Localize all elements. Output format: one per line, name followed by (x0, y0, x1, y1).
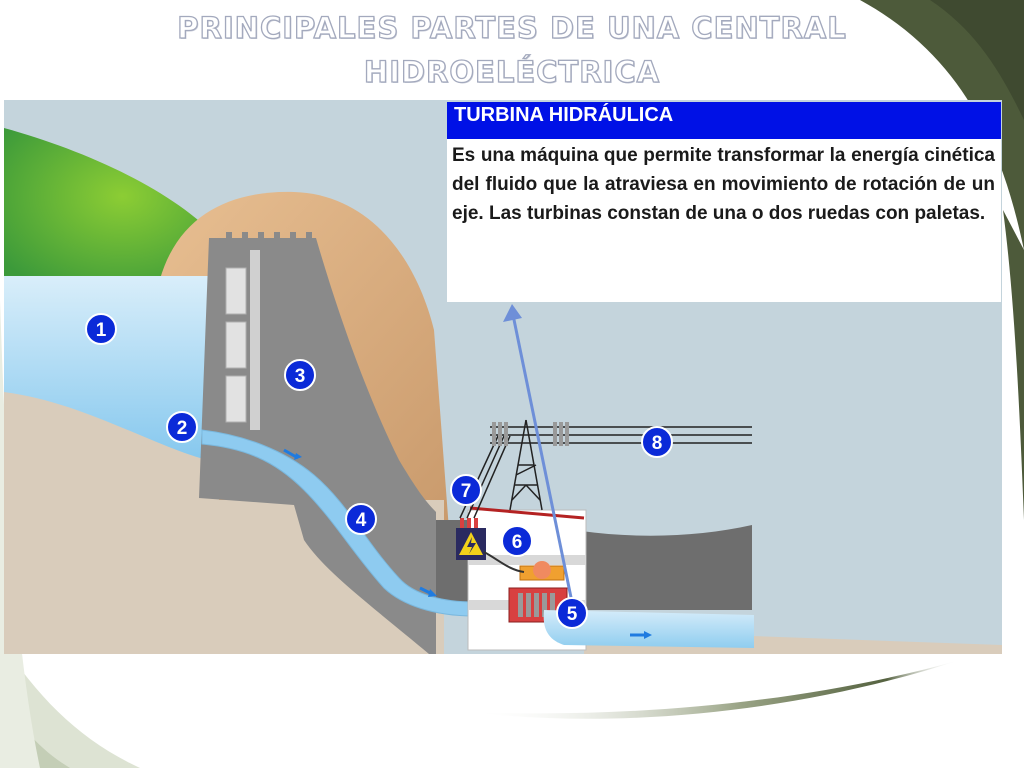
marker-6[interactable]: 6 (501, 525, 533, 557)
powerhouse-floor-1 (468, 555, 586, 565)
marker-8[interactable]: 8 (641, 426, 673, 458)
pointer-arrow (510, 309, 576, 613)
marker-7-label: 7 (461, 481, 472, 502)
left-bottom-swoosh-outer (0, 640, 140, 768)
penstock-flow-arrowhead-1 (294, 453, 302, 460)
turbine-info-box: TURBINA HIDRÁULICA Es una máquina que pe… (447, 102, 1001, 302)
penstock-flow-arrowhead-2 (428, 589, 437, 597)
marker-2-label: 2 (177, 418, 188, 439)
marker-1-label: 1 (96, 320, 107, 341)
info-box-description: Es una máquina que permite transformar l… (452, 145, 995, 224)
slide-title: PRINCIPALES PARTES DE UNA CENTRAL HIDROE… (150, 6, 874, 94)
marker-3-label: 3 (295, 366, 306, 387)
ground-left (4, 392, 219, 654)
transformer-terminals (460, 518, 478, 528)
marker-5[interactable]: 5 (556, 597, 588, 629)
corner-swoosh-top-right-inner (930, 0, 1024, 120)
marker-4[interactable]: 4 (345, 503, 377, 535)
title-line-1: PRINCIPALES PARTES DE UNA CENTRAL (177, 10, 847, 45)
marker-6-label: 6 (512, 532, 523, 553)
powerhouse-roof (469, 506, 585, 520)
green-hill (4, 128, 219, 280)
lightning-icon (467, 537, 476, 554)
dam-crest-teeth (226, 232, 312, 240)
tailrace-river (543, 610, 754, 648)
pointer-arrowhead (503, 304, 522, 322)
marker-5-label: 5 (567, 604, 578, 625)
corner-swoosh-top-right (860, 0, 1024, 250)
river-flow-arrowhead (644, 631, 652, 639)
marker-8-label: 8 (652, 433, 663, 454)
marker-1[interactable]: 1 (85, 313, 117, 345)
marker-2[interactable]: 2 (166, 411, 198, 443)
info-box-header: TURBINA HIDRÁULICA (447, 102, 1001, 139)
transformer-to-generator-cable (483, 551, 525, 573)
bottom-swoosh-line (470, 660, 960, 719)
right-edge-band (1003, 210, 1024, 520)
line-insulators (492, 422, 569, 446)
title-line-2: HIDROELÉCTRICA (363, 54, 661, 89)
marker-4-label: 4 (356, 510, 367, 531)
dam-gates (225, 250, 260, 430)
marker-3[interactable]: 3 (284, 359, 316, 391)
generator-core (533, 561, 551, 579)
turbine-blades (518, 593, 555, 617)
marker-7[interactable]: 7 (450, 474, 482, 506)
